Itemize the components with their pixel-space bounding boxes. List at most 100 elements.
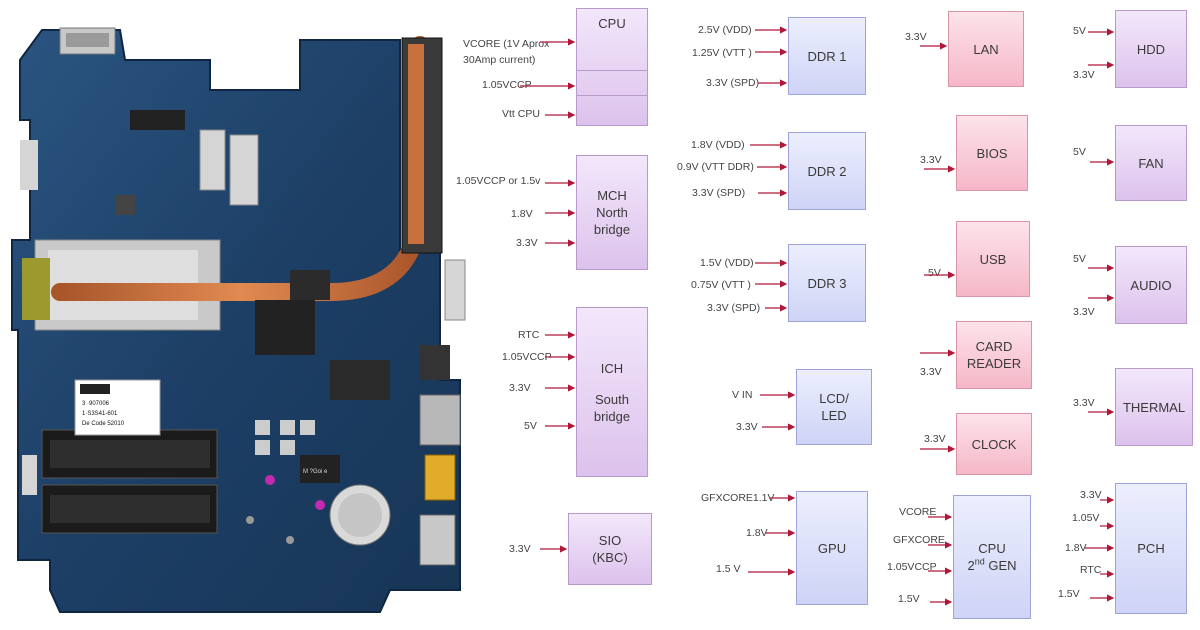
thermal-block: THERMAL: [1115, 368, 1193, 446]
cpu2-1-5-label: 1.5V: [898, 593, 920, 605]
usb-label: USB: [979, 251, 1007, 267]
mch-v2-label: 1.8V: [511, 208, 533, 220]
usb-5-label: 5V: [928, 267, 941, 279]
lcd-block: LCD/ LED: [796, 369, 872, 445]
audio-label: AUDIO: [1130, 277, 1172, 293]
mch-label-2: North: [596, 205, 628, 220]
ddr1-v1-label: 2.5V (VDD): [698, 24, 752, 36]
cpu-title: CPU: [598, 16, 626, 31]
lan-3-3-label: 3.3V: [905, 31, 927, 43]
cpu-vtt-label: Vtt CPU: [502, 108, 540, 120]
hdd-3-3-label: 3.3V: [1073, 69, 1095, 81]
ich-label-2: South: [595, 391, 629, 407]
gpu-v3-label: 1.5 V: [716, 563, 741, 575]
cpu-divider: [577, 70, 647, 71]
cpu2-label-2: 2nd GEN: [967, 556, 1017, 573]
ddr1-block: DDR 1: [788, 17, 866, 95]
cpu2-vcore-label: VCORE: [899, 506, 937, 518]
card-reader-block: CARD READER: [956, 321, 1032, 389]
audio-5-label: 5V: [1073, 253, 1086, 265]
pch-1-8-label: 1.8V: [1065, 542, 1087, 554]
ich-1-05-label: 1.05VCCP: [502, 351, 552, 363]
clock-3-3-label: 3.3V: [924, 433, 946, 445]
motherboard-image: 3 ·907006 1·S3S41-601 De Code 52010 M ?G…: [0, 0, 470, 630]
ddr1-v3-label: 3.3V (SPD): [706, 77, 760, 89]
ich-3-3-label: 3.3V: [509, 382, 531, 394]
ich-label-3: bridge: [593, 408, 631, 424]
sio-label-2: (KBC): [592, 550, 628, 565]
ddr1-v2-label: 1.25V (VTT ): [692, 47, 752, 59]
pch-1-05-label: 1.05V: [1072, 512, 1100, 524]
clock-label: CLOCK: [971, 436, 1017, 452]
hdd-5-label: 5V: [1073, 25, 1086, 37]
card-label-1: CARD: [975, 339, 1013, 354]
ich-5-label: 5V: [524, 420, 537, 432]
cpu-block: CPU: [576, 8, 648, 126]
audio-3-3-label: 3.3V: [1073, 306, 1095, 318]
ddr2-v2-label: 0.9V (VTT DDR): [677, 161, 754, 173]
chip-text: M ?Goi e: [303, 469, 328, 475]
audio-block: AUDIO: [1115, 246, 1187, 324]
bios-block: BIOS: [956, 115, 1028, 191]
fan-5-label: 5V: [1073, 146, 1086, 158]
ddr3-v3-label: 3.3V (SPD): [707, 302, 761, 314]
lcd-label-1: LCD/: [819, 391, 849, 406]
card-label-2: READER: [966, 356, 1022, 371]
usb-port: [419, 394, 461, 446]
pch-3-3-label: 3.3V: [1080, 489, 1102, 501]
sticker-text-1: 3 ·907006: [82, 401, 110, 407]
gpu-label: GPU: [817, 540, 847, 556]
mch-label-1: MCH: [597, 188, 627, 203]
cpu-1-05-label: 1.05VCCP: [482, 79, 532, 91]
lcd-3-3-label: 3.3V: [736, 421, 758, 433]
card-3-3-label: 3.3V: [920, 366, 942, 378]
hdd-label: HDD: [1136, 41, 1166, 57]
sio-block: SIO (KBC): [568, 513, 652, 585]
gpu-v1-label: GFXCORE1.1V: [701, 492, 775, 504]
ddr2-v3-label: 3.3V (SPD): [692, 187, 746, 199]
pch-1-5-label: 1.5V: [1058, 588, 1080, 600]
sticker-text-3: De Code 52010: [82, 421, 125, 427]
fan-block: FAN: [1115, 125, 1187, 201]
chip: [255, 300, 315, 355]
lcd-label-2: LED: [821, 408, 847, 423]
ich-label-1: ICH: [600, 360, 624, 376]
clock-block: CLOCK: [956, 413, 1032, 475]
sticker-text-2: 1·S3S41-601: [82, 411, 118, 417]
bios-3-3-label: 3.3V: [920, 154, 942, 166]
ich-rtc-label: RTC: [518, 329, 540, 341]
bios-label: BIOS: [976, 145, 1008, 161]
bios-chip: [300, 455, 340, 483]
mch-label-3: bridge: [593, 222, 631, 237]
ddr3-v1-label: 1.5V (VDD): [700, 257, 754, 269]
ddr2-v1-label: 1.8V (VDD): [691, 139, 745, 151]
ddr1-label: DDR 1: [807, 48, 847, 64]
fan-label: FAN: [1138, 155, 1164, 171]
mch-v3-label: 3.3V: [516, 237, 538, 249]
cpu-divider: [577, 95, 647, 96]
ddr3-block: DDR 3: [788, 244, 866, 322]
ddr2-block: DDR 2: [788, 132, 866, 210]
lan-label: LAN: [973, 41, 999, 57]
usb-block: USB: [956, 221, 1030, 297]
sio-3-3-label: 3.3V: [509, 543, 531, 555]
ich-block: ICH South bridge: [576, 307, 648, 477]
ddr2-label: DDR 2: [807, 163, 847, 179]
cpu2-block: CPU 2nd GEN: [953, 495, 1031, 619]
cpu2-1-05-label: 1.05VCCP: [887, 561, 937, 573]
thermal-label: THERMAL: [1122, 399, 1186, 415]
mch-block: MCH North bridge: [576, 155, 648, 270]
hdd-block: HDD: [1115, 10, 1187, 88]
cpu2-gfx-label: GFXCORE: [893, 534, 945, 546]
pch-block: PCH: [1115, 483, 1187, 614]
gpu-v2-label: 1.8V: [746, 527, 768, 539]
lcd-vin-label: V IN: [732, 389, 753, 401]
cpu-vcore-label-1: VCORE (1V Aprox: [463, 38, 550, 50]
gpu-block: GPU: [796, 491, 868, 605]
cpu2-label-1: CPU: [978, 541, 1006, 556]
ddr3-label: DDR 3: [807, 275, 847, 291]
sio-label-1: SIO: [598, 533, 622, 548]
thermal-3-3-label: 3.3V: [1073, 397, 1095, 409]
lan-block: LAN: [948, 11, 1024, 87]
pch-label: PCH: [1137, 541, 1165, 556]
